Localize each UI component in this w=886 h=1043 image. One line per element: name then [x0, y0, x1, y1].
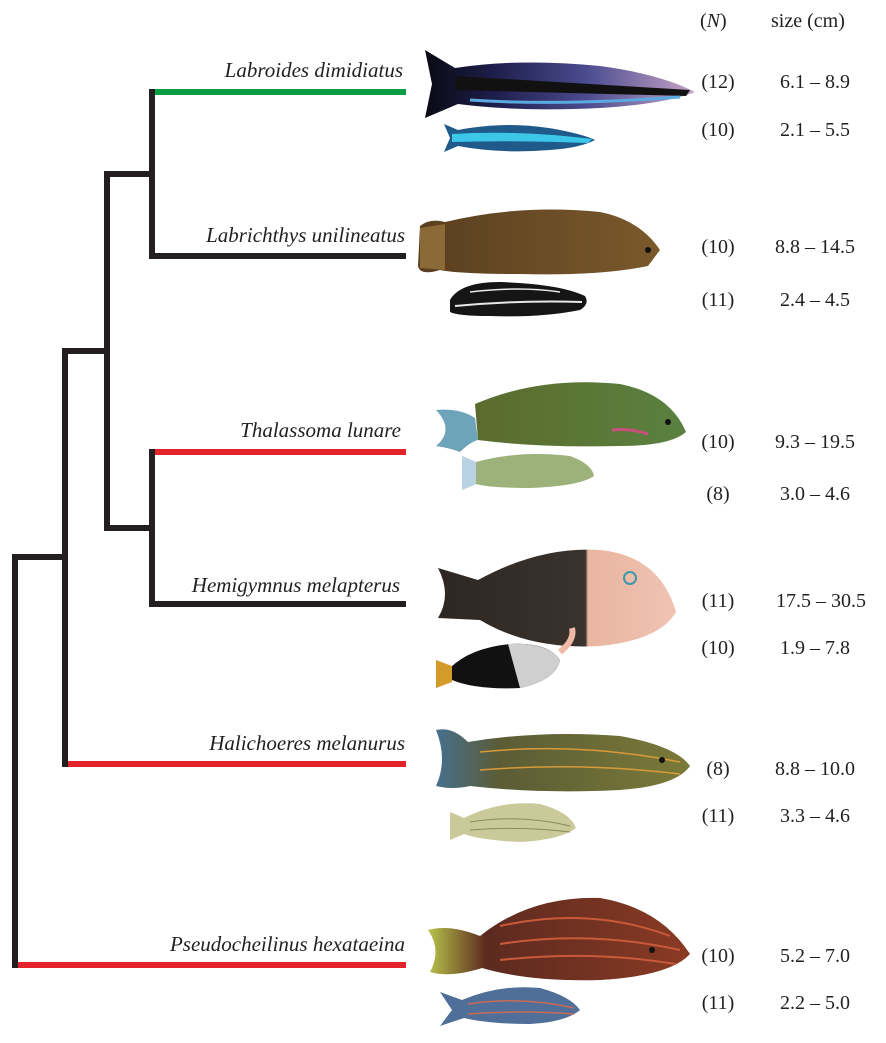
fish-halichoeres-adult — [436, 729, 690, 791]
size-value: 3.0 – 4.6 — [750, 483, 880, 506]
fish-labroides-juvenile — [444, 124, 595, 152]
fish-thalassoma-adult — [436, 382, 686, 452]
species-name-labrichthys: Labrichthys unilineatus — [105, 223, 405, 248]
species-name-halichoeres: Halichoeres melanurus — [105, 731, 405, 756]
fish-thalassoma-juvenile — [462, 454, 594, 490]
size-value: 2.2 – 5.0 — [750, 992, 880, 1015]
size-value: 8.8 – 10.0 — [750, 758, 880, 781]
n-value: (10) — [688, 431, 748, 454]
species-name-pseudocheilinus: Pseudocheilinus hexataeina — [105, 932, 405, 957]
fish-hemigymnus-juvenile — [436, 644, 560, 689]
n-value: (11) — [688, 289, 748, 312]
size-value: 9.3 – 19.5 — [750, 431, 880, 454]
n-value: (11) — [688, 805, 748, 828]
fish-labroides-adult — [425, 50, 695, 118]
size-value: 3.3 – 4.6 — [750, 805, 880, 828]
species-name-thalassoma: Thalassoma lunare — [101, 418, 401, 443]
fish-labrichthys-adult — [418, 210, 660, 275]
fish-pseudocheilinus-juvenile — [440, 987, 580, 1026]
size-value: 6.1 – 8.9 — [750, 71, 880, 94]
fish-pseudocheilinus-adult — [428, 898, 690, 980]
n-value: (10) — [688, 945, 748, 968]
fish-labrichthys-juvenile — [450, 282, 587, 316]
n-value: (10) — [688, 236, 748, 259]
n-value: (11) — [688, 992, 748, 1015]
size-value: 2.4 – 4.5 — [750, 289, 880, 312]
size-value: 17.5 – 30.5 — [756, 590, 886, 613]
n-value: (10) — [688, 637, 748, 660]
fish-hemigymnus-adult — [438, 550, 676, 652]
species-name-labroides: Labroides dimidiatus — [103, 58, 403, 83]
n-value: (8) — [688, 483, 748, 506]
species-name-hemigymnus: Hemigymnus melapterus — [100, 573, 400, 598]
size-value: 8.8 – 14.5 — [750, 236, 880, 259]
size-value: 1.9 – 7.8 — [750, 637, 880, 660]
fish-halichoeres-juvenile — [450, 803, 576, 842]
n-value: (12) — [688, 71, 748, 94]
n-value: (8) — [688, 758, 748, 781]
size-value: 5.2 – 7.0 — [750, 945, 880, 968]
size-value: 2.1 – 5.5 — [750, 119, 880, 142]
n-value: (11) — [688, 590, 748, 613]
n-value: (10) — [688, 119, 748, 142]
